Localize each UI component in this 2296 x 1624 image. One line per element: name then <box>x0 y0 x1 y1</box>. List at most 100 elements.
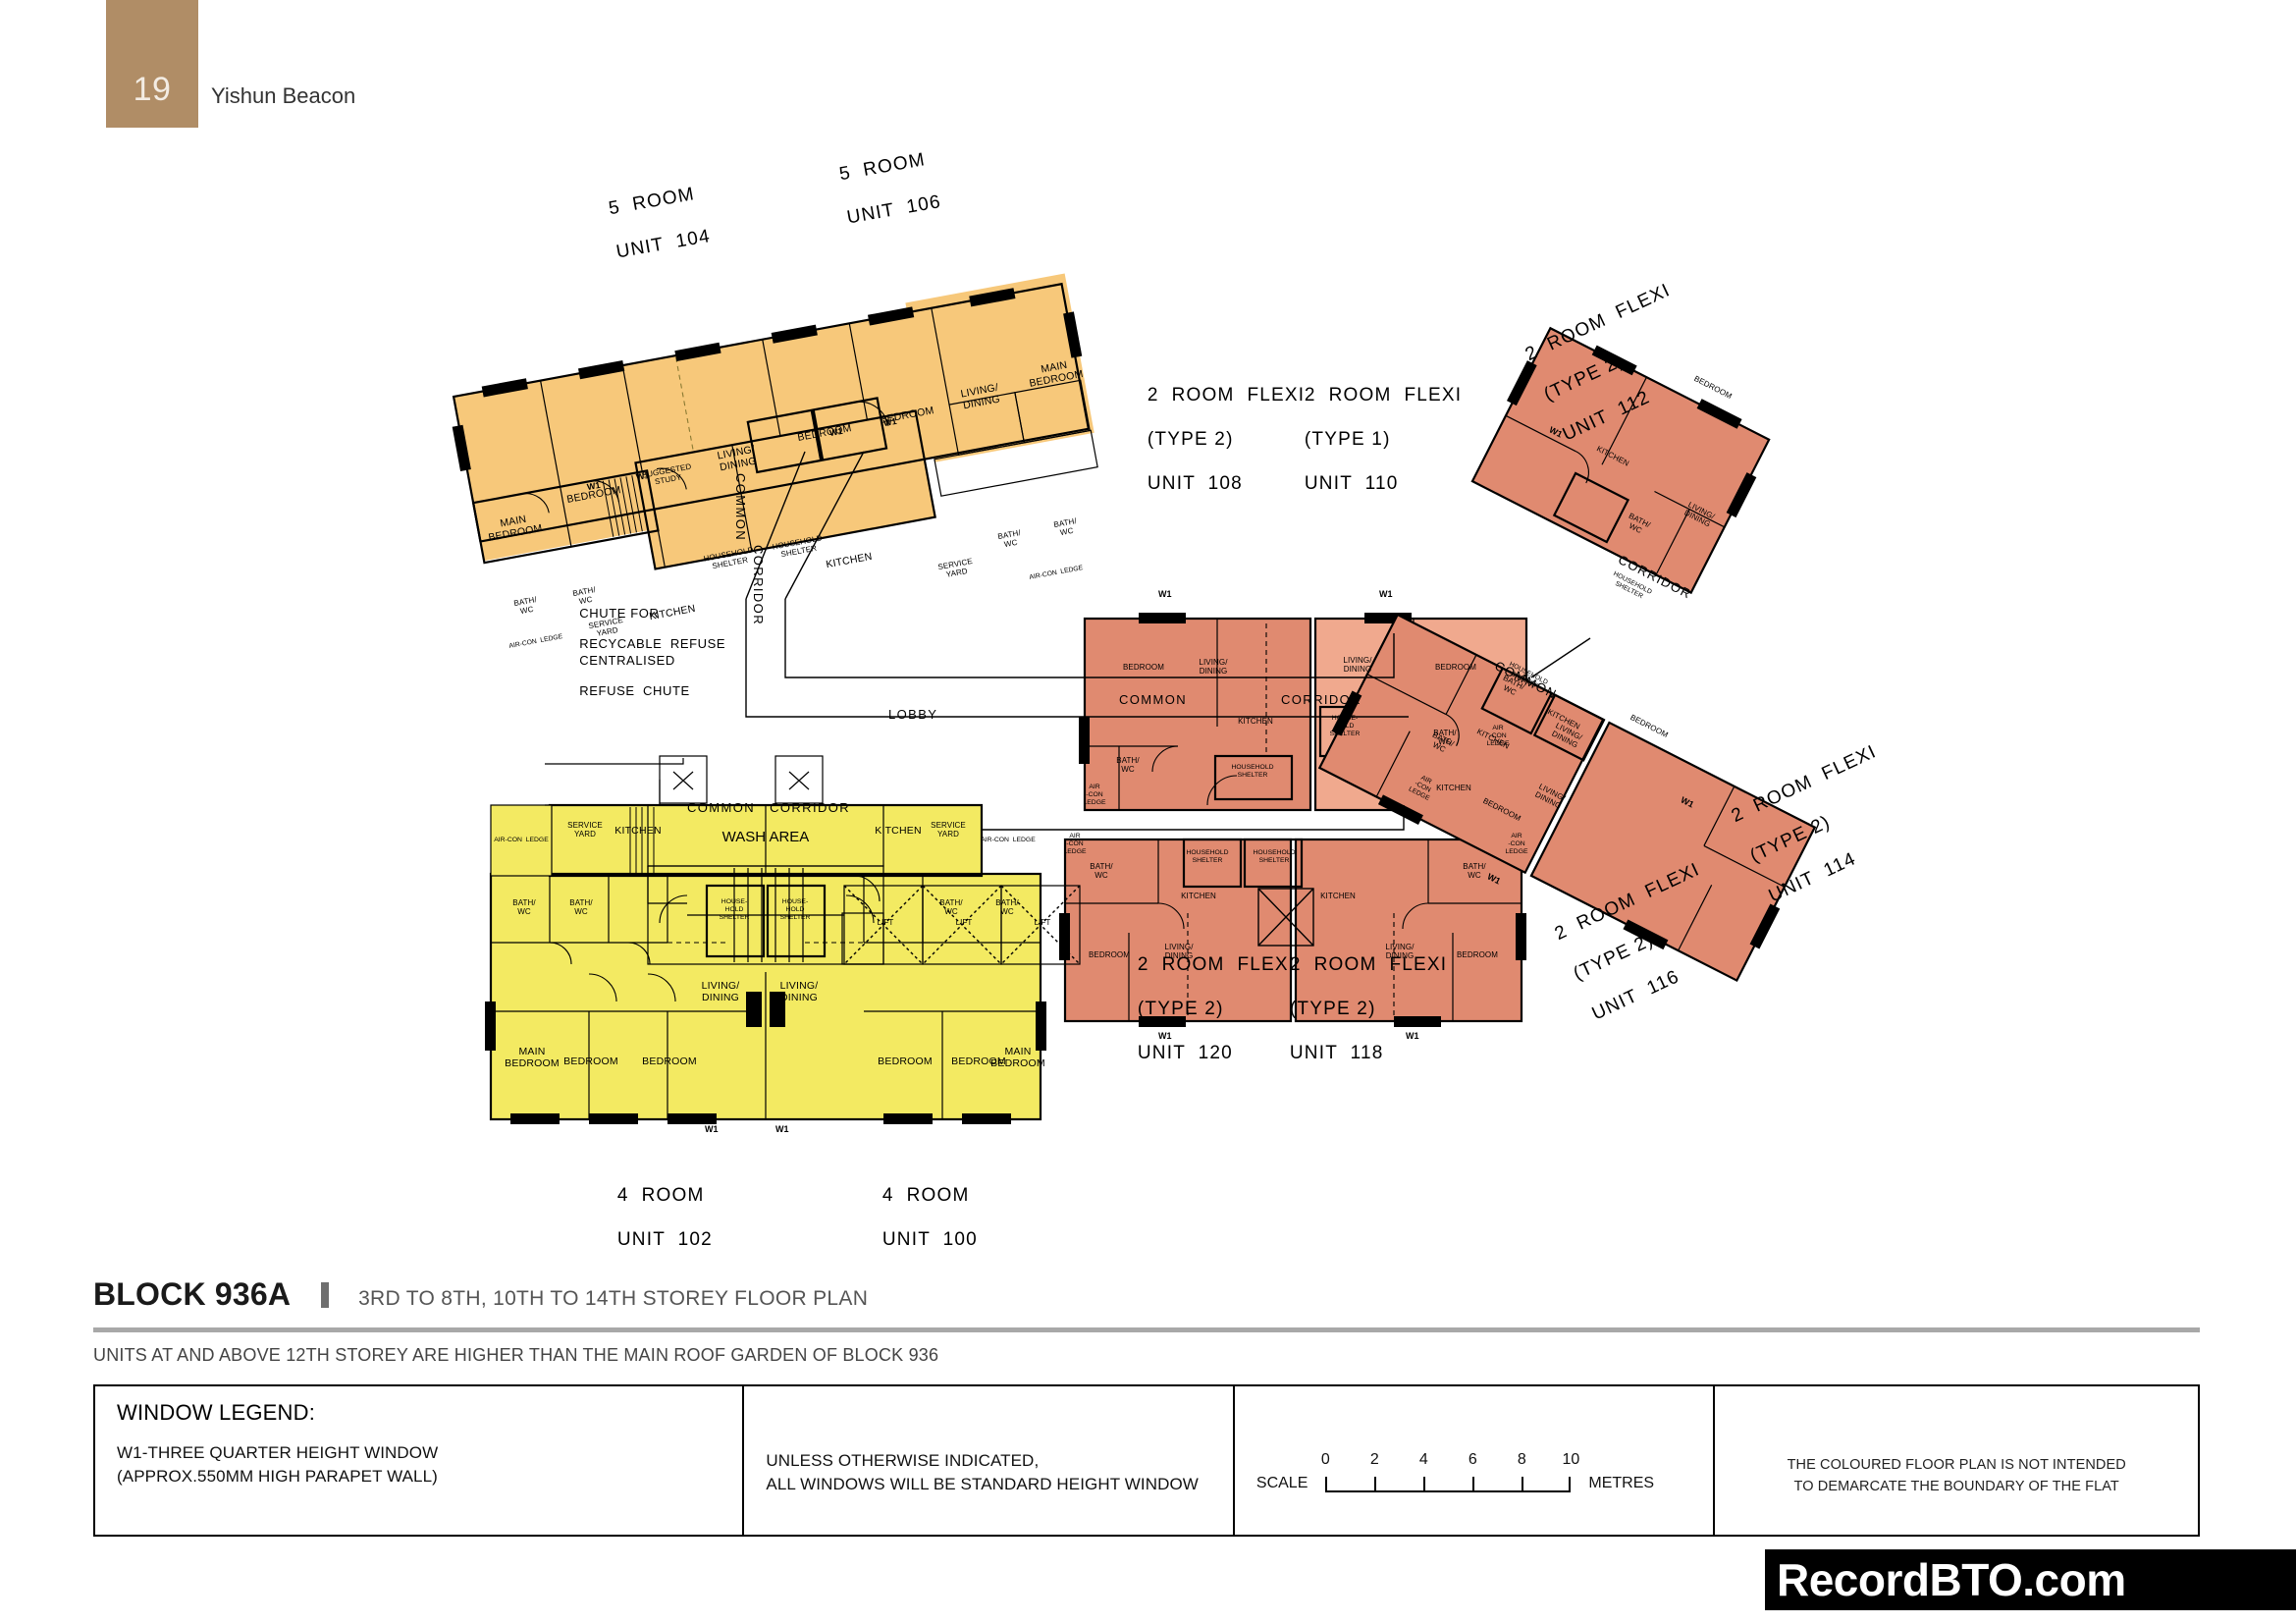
scale-numbers: 0 2 4 6 8 10 <box>1321 1451 1579 1471</box>
room-bedroom-108: BEDROOM <box>1122 663 1165 672</box>
unit-type-104: 5 ROOM <box>607 184 697 220</box>
block-storey-range: 3RD TO 8TH, 10TH TO 14TH STOREY FLOOR PL… <box>358 1287 869 1310</box>
scale-ticks <box>1325 1477 1572 1492</box>
unit-number-120: UNIT 120 <box>1137 1043 1233 1064</box>
scale-bar: SCALE 0 2 4 6 8 10 <box>1256 1451 1692 1494</box>
scale-tick-6: 6 <box>1468 1451 1477 1468</box>
window-mark-rd-3: W1 <box>1158 1031 1172 1041</box>
label-common-mid: COMMON <box>1119 692 1188 707</box>
unit-subtype-112: (TYPE 2) <box>1540 350 1629 406</box>
block-name: BLOCK 936A <box>93 1276 292 1312</box>
window-mark-rd-2: W1 <box>1379 589 1393 599</box>
storey-note: UNITS AT AND ABOVE 12TH STOREY ARE HIGHE… <box>93 1345 939 1365</box>
title-rule <box>93 1327 2200 1332</box>
unit-type-106: 5 ROOM <box>837 149 928 186</box>
unit-number-102: UNIT 102 <box>616 1229 713 1251</box>
scale-label: SCALE <box>1255 1475 1308 1491</box>
unit-type-102: 4 ROOM <box>616 1185 705 1207</box>
legend-cell-window: WINDOW LEGEND: W1-THREE QUARTER HEIGHT W… <box>95 1386 745 1535</box>
legend-heading: WINDOW LEGEND: <box>117 1400 316 1425</box>
unit-number-108: UNIT 108 <box>1147 473 1243 495</box>
block-title-row: BLOCK 936A 3RD TO 8TH, 10TH TO 14TH STOR… <box>93 1276 2204 1320</box>
label-lift-3: LIFT <box>1034 918 1051 927</box>
unit-number-116: UNIT 116 <box>1588 966 1683 1025</box>
room-bath-100b: BATH/WC <box>995 898 1019 917</box>
window-mark-ye-2: W1 <box>775 1124 789 1134</box>
room-kitchen-102: KITCHEN <box>614 825 662 837</box>
room-bath-108: BATH/WC <box>1116 756 1140 775</box>
room-bedroom-100a: BEDROOM <box>878 1056 933 1067</box>
scale-tick-8: 8 <box>1517 1451 1526 1468</box>
room-bedroom-102a: BEDROOM <box>563 1056 618 1067</box>
unit-title-102: 4 ROOM UNIT 102 <box>579 1164 713 1273</box>
unit-number-118: UNIT 118 <box>1289 1043 1384 1064</box>
room-living-dining-102: LIVING/DINING <box>701 980 740 1004</box>
legend-cell-windows-note: UNLESS OTHERWISE INDICATED, ALL WINDOWS … <box>744 1386 1235 1535</box>
room-bath-120: BATH/WC <box>1090 862 1113 881</box>
annotation-centralised-chute: CENTRALISED REFUSE CHUTE <box>579 653 690 698</box>
scale-tick-0: 0 <box>1320 1451 1330 1468</box>
unit-title-120: 2 ROOM FLEXI (TYPE 2) UNIT 120 <box>1099 933 1295 1087</box>
unit-type-110: 2 ROOM FLEXI <box>1304 385 1463 406</box>
unit-type-118: 2 ROOM FLEXI <box>1289 954 1448 976</box>
page-number: 19 <box>133 71 172 108</box>
title-separator <box>320 1282 329 1308</box>
unit-title-118: 2 ROOM FLEXI (TYPE 2) UNIT 118 <box>1252 933 1447 1087</box>
label-common-vertical: COMMON <box>733 473 748 542</box>
unit-subtype-114: (TYPE 2) <box>1746 811 1835 867</box>
project-name: Yishun Beacon <box>211 83 356 108</box>
unit-number-104: UNIT 104 <box>614 226 713 263</box>
room-living-dining-100: LIVING/DINING <box>779 980 819 1004</box>
svg-text:WASH AREA: WASH AREA <box>722 829 810 845</box>
unit-block-2room-112 <box>1470 326 1771 595</box>
label-lift-2: LIFT <box>955 918 973 927</box>
room-bedroom-102b: BEDROOM <box>642 1056 697 1067</box>
room-kitchen-120: KITCHEN <box>1181 892 1216 900</box>
unit-title-106: 5 ROOM UNIT 106 <box>796 127 946 258</box>
room-aircon-ledge-102: AIR-CON LEDGE <box>494 837 549 843</box>
scale-tick-10: 10 <box>1562 1451 1580 1468</box>
scale-units: METRES <box>1588 1475 1655 1491</box>
unit-subtype-108: (TYPE 2) <box>1147 429 1234 451</box>
unit-subtype-116: (TYPE 2) <box>1570 929 1658 985</box>
room-living-dining-118: LIVING/DINING <box>1385 943 1415 961</box>
unit-type-120: 2 ROOM FLEXI <box>1137 954 1296 976</box>
room-bedroom-118: BEDROOM <box>1456 950 1499 959</box>
unit-subtype-120: (TYPE 2) <box>1137 999 1224 1020</box>
unit-title-100: 4 ROOM UNIT 100 <box>844 1164 978 1273</box>
window-mark-rd-4: W1 <box>1406 1031 1419 1041</box>
label-lift-1: LIFT <box>877 918 894 927</box>
room-living-dining-120: LIVING/DINING <box>1164 943 1194 961</box>
unit-number-112: UNIT 112 <box>1559 387 1654 446</box>
unit-block-5room <box>452 273 1098 570</box>
page-number-tab <box>106 0 198 128</box>
unit-type-108: 2 ROOM FLEXI <box>1147 385 1306 406</box>
room-kitchen-110: KITCHEN <box>1436 784 1471 792</box>
window-mark-rd-1: W1 <box>1158 589 1172 599</box>
legend-windows-note-text: UNLESS OTHERWISE INDICATED, ALL WINDOWS … <box>766 1451 1199 1493</box>
legend-cell-disclaimer: THE COLOURED FLOOR PLAN IS NOT INTENDED … <box>1715 1386 2198 1535</box>
unit-title-108: 2 ROOM FLEXI (TYPE 2) UNIT 108 <box>1109 363 1305 517</box>
window-mark-ye-1: W1 <box>705 1124 719 1134</box>
room-bedroom-100b: BEDROOM <box>951 1056 1006 1067</box>
unit-title-104: 5 ROOM UNIT 104 <box>565 161 716 293</box>
room-bath-100a: BATH/WC <box>939 898 963 917</box>
label-common-corridor-mid: COMMON CORRIDOR <box>687 800 851 815</box>
room-aircon-ledge-100: AIR-CON LEDGE <box>981 837 1036 843</box>
label-corridor-mid: CORRIDOR <box>1281 692 1362 707</box>
room-kitchen-100: KITCHEN <box>875 825 922 837</box>
legend-cell-scale: SCALE 0 2 4 6 8 10 <box>1235 1386 1716 1535</box>
room-kitchen-108: KITCHEN <box>1238 717 1273 726</box>
building-core: WASH AREA <box>545 451 1591 965</box>
unit-title-110: 2 ROOM FLEXI (TYPE 1) UNIT 110 <box>1266 363 1462 517</box>
